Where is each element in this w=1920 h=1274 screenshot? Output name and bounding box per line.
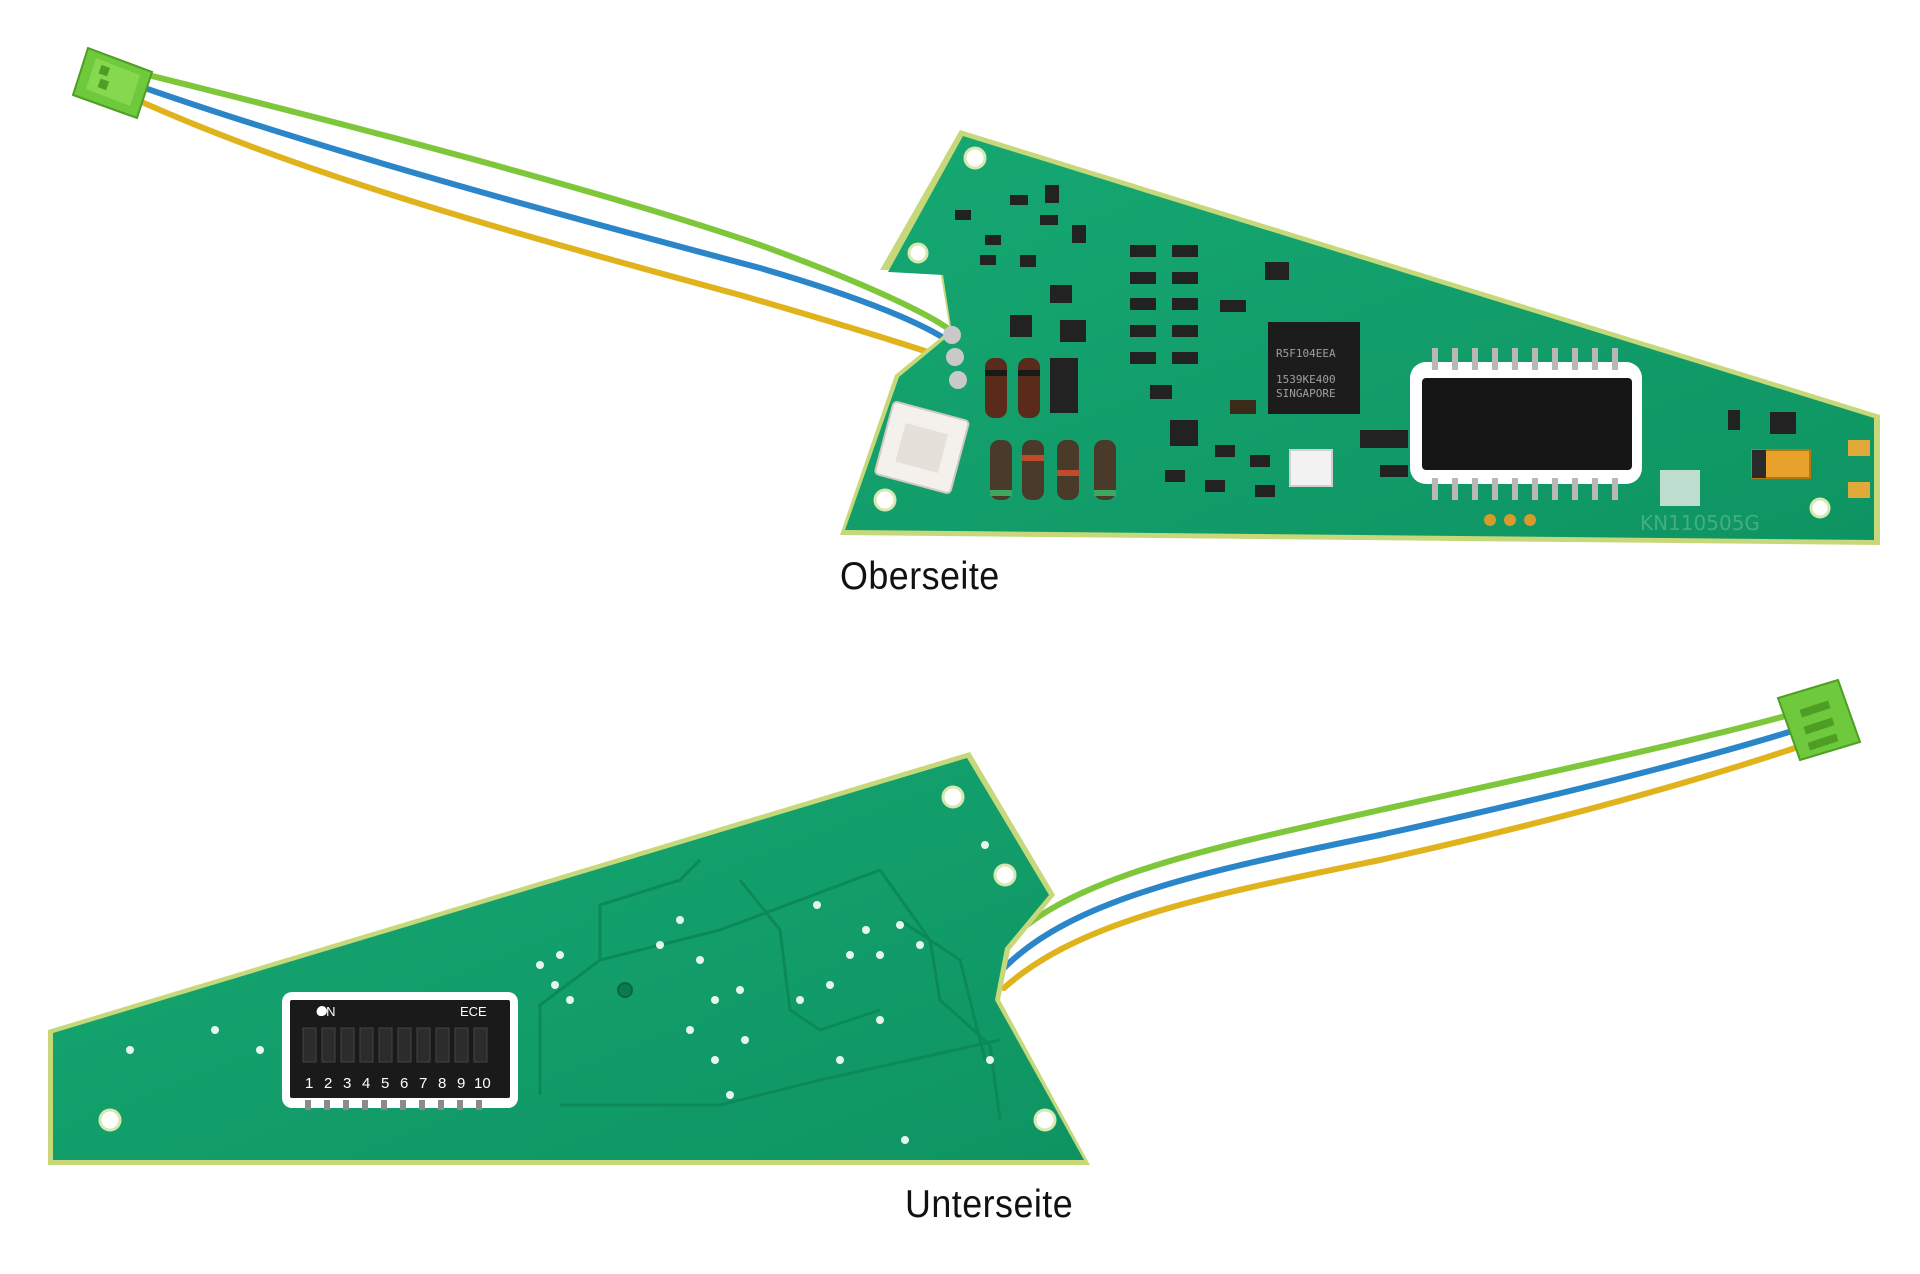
top-pad bbox=[1484, 514, 1496, 526]
mount-hole bbox=[963, 146, 987, 170]
top-serial-number: KN110505G bbox=[1640, 511, 1760, 535]
caption-bottom-side: Unterseite bbox=[905, 1183, 1074, 1226]
top-capacitor-band bbox=[1752, 450, 1766, 478]
top-pad bbox=[1504, 514, 1516, 526]
dip-on-label: ON bbox=[316, 1004, 336, 1019]
bottom-wire-yellow bbox=[1001, 742, 1807, 991]
top-edge-pad bbox=[1848, 440, 1870, 456]
dip-lever-6[interactable] bbox=[397, 1027, 412, 1063]
mount-hole bbox=[1809, 497, 1831, 519]
solder-pad bbox=[946, 348, 964, 366]
top-white-component bbox=[1289, 449, 1333, 487]
dip-number: 9 bbox=[457, 1075, 465, 1092]
top-pad bbox=[1524, 514, 1536, 526]
dip-switch-numbers: 1 2 3 4 5 6 7 8 9 10 bbox=[305, 1075, 491, 1092]
dip-number: 1 bbox=[305, 1075, 313, 1092]
bottom-test-point bbox=[617, 982, 633, 998]
dip-number: 10 bbox=[474, 1075, 491, 1092]
top-wire-yellow bbox=[121, 91, 953, 363]
mcu-marking-2: 1539KE400 bbox=[1276, 373, 1336, 386]
dip-switch-levers bbox=[302, 1027, 488, 1063]
mount-hole bbox=[993, 863, 1017, 887]
bottom-wire-connector bbox=[1776, 678, 1862, 762]
solder-pad bbox=[943, 326, 961, 344]
top-board: R5F104EEA 1539KE400 SINGAPORE KN110505G bbox=[71, 46, 1880, 545]
dip-number: 7 bbox=[419, 1075, 427, 1092]
top-smd-parts bbox=[955, 185, 1796, 497]
dip-number: 8 bbox=[438, 1075, 446, 1092]
dip-number: 2 bbox=[324, 1075, 332, 1092]
top-large-chip bbox=[1410, 348, 1642, 500]
dip-lever-2[interactable] bbox=[321, 1027, 336, 1063]
dip-lever-8[interactable] bbox=[435, 1027, 450, 1063]
bottom-pcb bbox=[53, 758, 1084, 1160]
bottom-board: ON ECE 1 2 3 4 5 6 7 bbox=[48, 678, 1862, 1165]
top-wire-green bbox=[117, 65, 953, 333]
top-melf-components bbox=[985, 358, 1116, 500]
dip-lever-4[interactable] bbox=[359, 1027, 374, 1063]
mount-hole bbox=[941, 785, 965, 809]
mount-hole bbox=[1033, 1108, 1057, 1132]
dip-number: 6 bbox=[400, 1075, 408, 1092]
dip-switch: ON ECE 1 2 3 4 5 6 7 bbox=[282, 992, 518, 1110]
solder-pad bbox=[949, 371, 967, 389]
mcu-marking-1: R5F104EEA bbox=[1276, 347, 1336, 360]
dip-lever-1[interactable] bbox=[302, 1027, 317, 1063]
top-white-socket bbox=[874, 401, 970, 494]
bottom-wire-blue bbox=[999, 725, 1805, 973]
caption-top-side: Oberseite bbox=[840, 555, 1000, 598]
dip-number: 5 bbox=[381, 1075, 389, 1092]
bottom-wire-green bbox=[997, 709, 1803, 953]
dip-on-dot bbox=[317, 1006, 327, 1016]
dip-lever-3[interactable] bbox=[340, 1027, 355, 1063]
dip-lever-5[interactable] bbox=[378, 1027, 393, 1063]
dip-number: 3 bbox=[343, 1075, 351, 1092]
top-wire-blue bbox=[119, 77, 953, 345]
top-wire-connector bbox=[71, 46, 154, 120]
bottom-vias bbox=[126, 841, 994, 1144]
mount-hole bbox=[873, 488, 897, 512]
top-mcu-chip: R5F104EEA 1539KE400 SINGAPORE bbox=[1268, 322, 1360, 414]
dip-brand-label: ECE bbox=[460, 1004, 487, 1019]
mount-hole bbox=[98, 1108, 122, 1132]
top-datamatrix bbox=[1660, 470, 1700, 506]
dip-lever-10[interactable] bbox=[473, 1027, 488, 1063]
mount-hole bbox=[907, 242, 929, 264]
dip-pins bbox=[305, 1100, 482, 1110]
top-edge-pad bbox=[1848, 482, 1870, 498]
dip-lever-7[interactable] bbox=[416, 1027, 431, 1063]
mcu-marking-3: SINGAPORE bbox=[1276, 387, 1336, 400]
dip-number: 4 bbox=[362, 1075, 370, 1092]
dip-lever-9[interactable] bbox=[454, 1027, 469, 1063]
